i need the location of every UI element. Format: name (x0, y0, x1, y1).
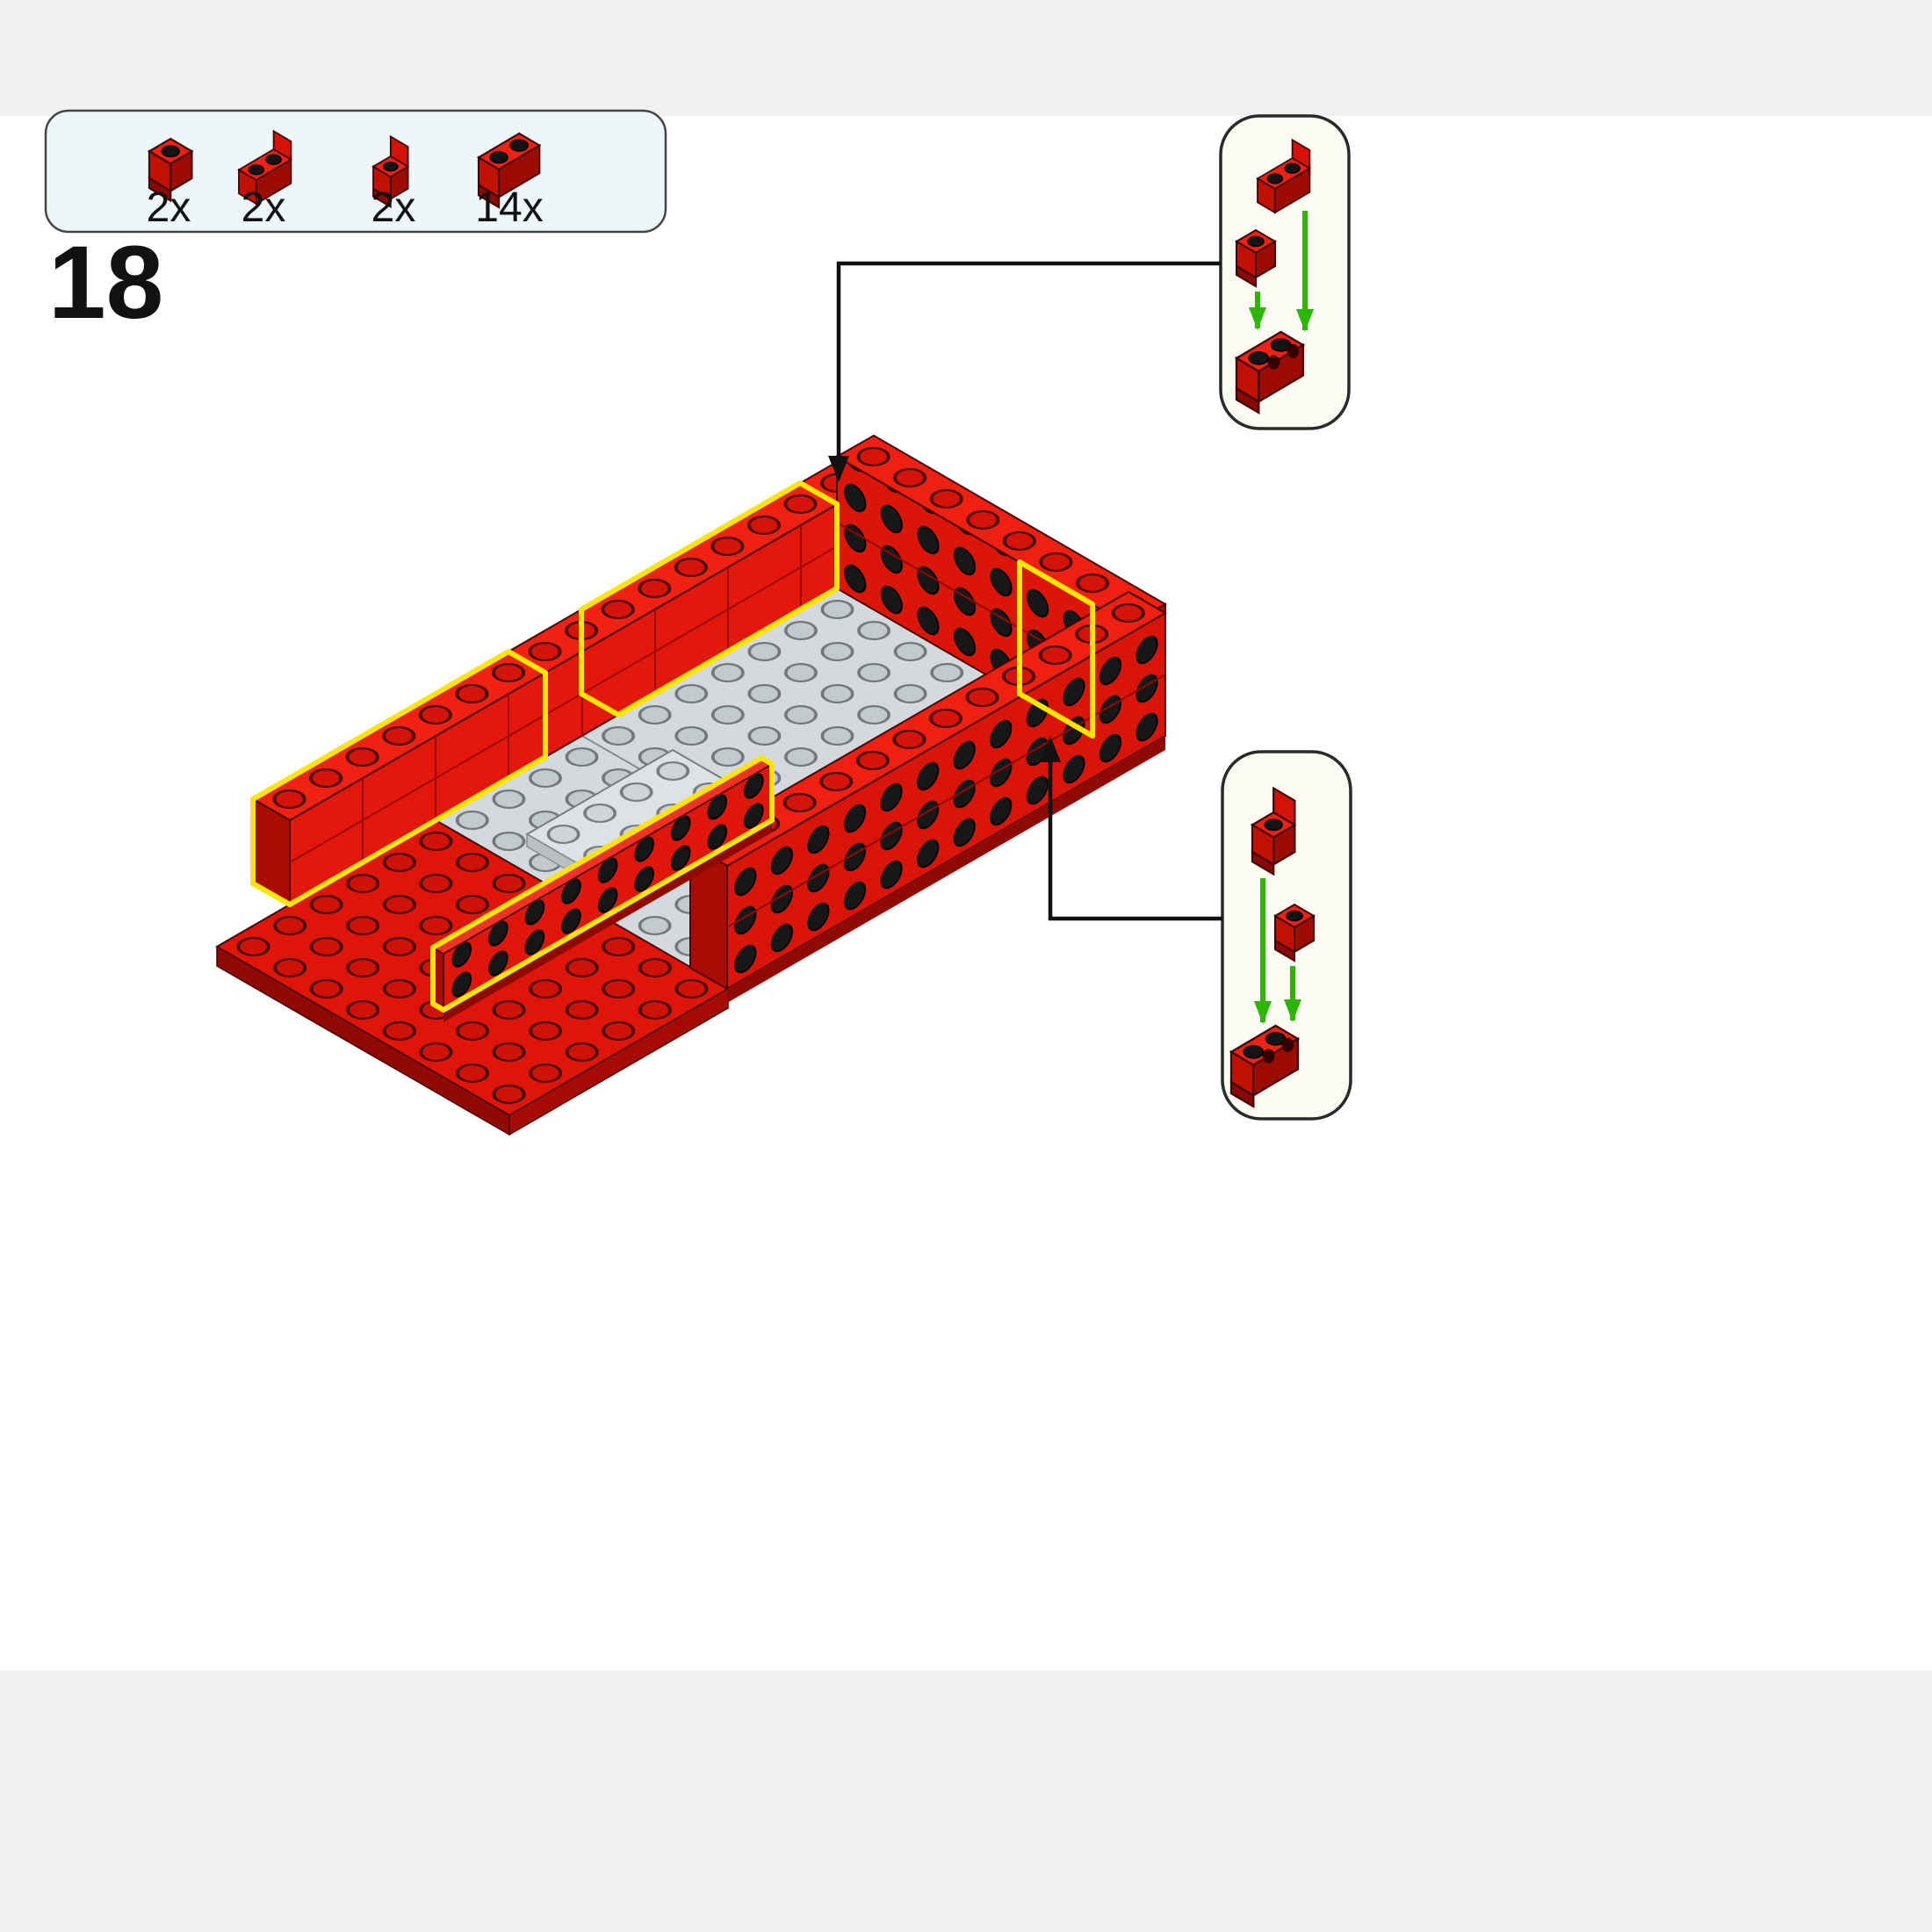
step-number: 18 (48, 225, 163, 341)
connector-arrow-top-icon (828, 261, 1221, 482)
callout-top (1219, 114, 1351, 430)
part-count-label: 2x (371, 184, 416, 231)
highlight-outlines (250, 480, 1095, 1013)
highlight-far-wall-right (579, 480, 840, 717)
part-count-label: 2x (147, 184, 191, 231)
parts-tray: 2x 2x 2x 14x (44, 109, 667, 234)
highlight-front-bracket-row (430, 755, 775, 1013)
assembly-illustration (215, 434, 1168, 1136)
part-count-label: 2x (242, 184, 286, 231)
near-right-wall (688, 590, 1168, 1003)
new-bracket-row (431, 757, 774, 1022)
parts-tray-box (44, 109, 667, 234)
highlight-right-bracket (1017, 559, 1095, 739)
highlight-far-wall-left (250, 649, 548, 907)
connector-arrow-bottom-icon (1040, 736, 1222, 921)
top-margin-band (0, 0, 1932, 116)
part-count-label: 14x (475, 184, 543, 231)
callout-bottom (1221, 750, 1352, 1121)
bottom-margin-band (0, 1670, 1932, 1932)
